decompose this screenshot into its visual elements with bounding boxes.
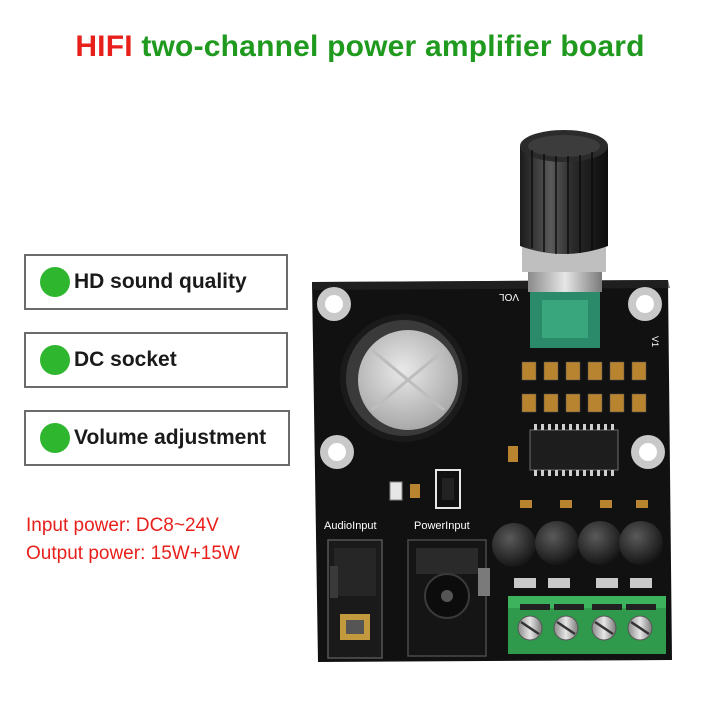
amplifier-chip-icon (529, 424, 619, 476)
potentiometer-icon (528, 270, 602, 348)
feature-box-hd-sound: HD sound quality (24, 254, 288, 310)
feature-label: DC socket (74, 348, 177, 371)
title-main: two-channel power amplifier board (141, 30, 645, 63)
title-prefix: HIFI (75, 30, 133, 63)
screw-terminal-icon (508, 596, 666, 654)
feature-box-volume: Volume adjustment (24, 410, 290, 466)
green-bullet-icon (40, 267, 70, 297)
capacitor-icon (340, 314, 468, 442)
feature-label: Volume adjustment (74, 426, 267, 449)
dc-jack-icon (407, 539, 490, 657)
feature-label: HD sound quality (74, 270, 247, 293)
green-bullet-icon (40, 345, 70, 375)
volume-knob-icon (520, 130, 608, 272)
smd-resistors (521, 361, 647, 413)
v1-label: V1 (650, 336, 660, 347)
audio-input-label: AudioInput (324, 520, 377, 532)
vol-label: VOL (499, 291, 519, 302)
audio-jack-icon (327, 539, 383, 659)
feature-box-dc-socket: DC socket (24, 332, 288, 388)
green-bullet-icon (40, 423, 70, 453)
inductor-icon (492, 521, 663, 567)
page-title: HIFI two-channel power amplifier board (0, 30, 720, 64)
power-input-label: PowerInput (414, 520, 470, 532)
mounting-hole-icon (317, 287, 665, 469)
spec-output-power: Output power: 15W+15W (26, 543, 240, 564)
smd-components (389, 446, 652, 588)
spec-input-power: Input power: DC8~24V (26, 515, 219, 536)
